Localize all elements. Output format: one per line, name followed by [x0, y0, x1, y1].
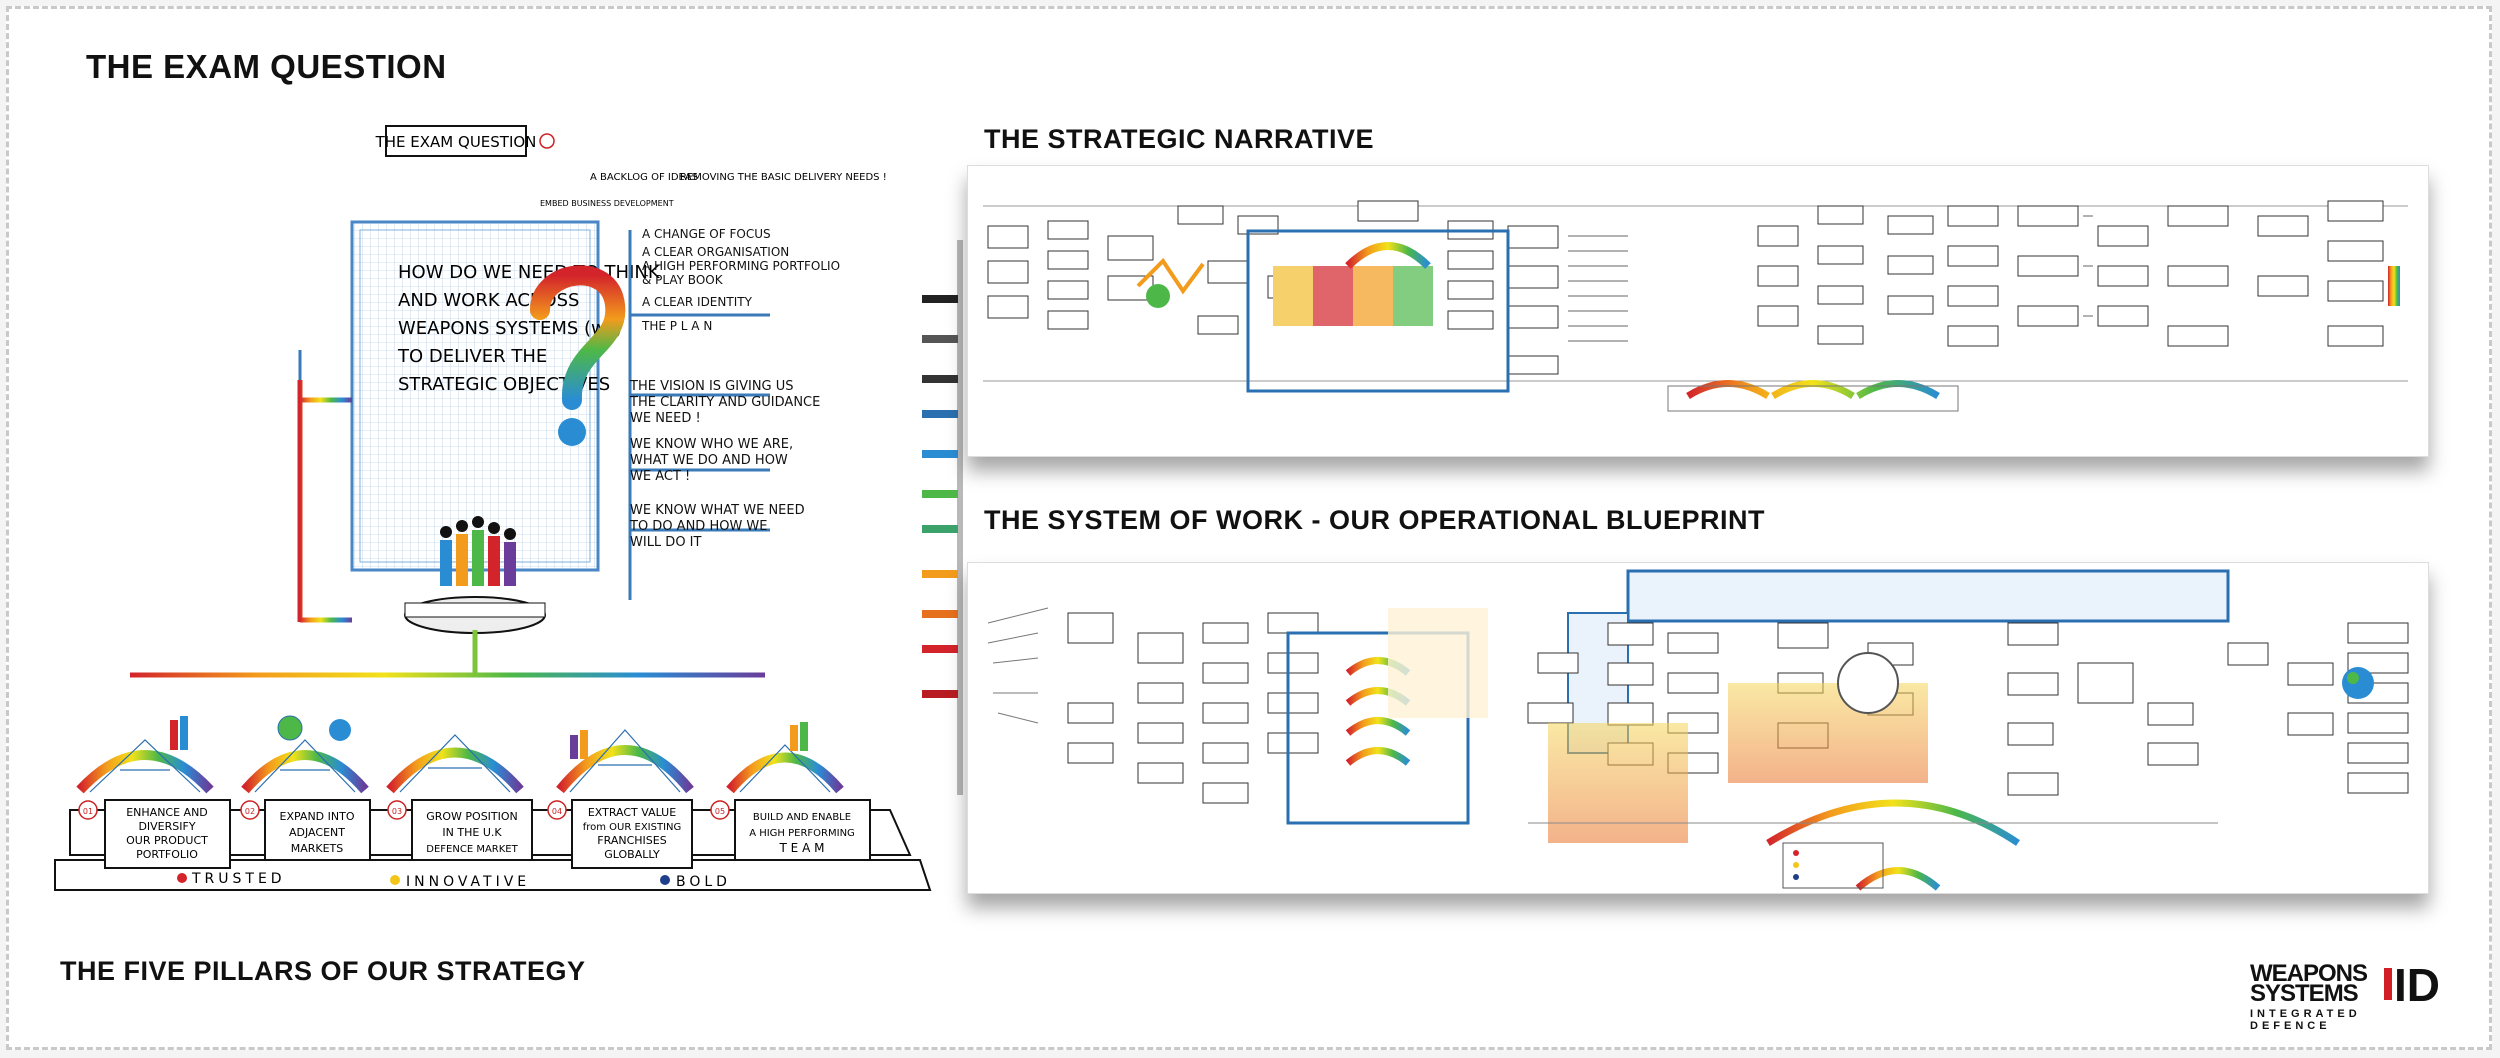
- note-play-book: & PLAY BOOK: [642, 273, 724, 287]
- note-we-act: WE ACT !: [630, 469, 690, 484]
- heading-exam-question: THE EXAM QUESTION: [86, 48, 447, 86]
- bold-dot-icon: [660, 875, 670, 885]
- system-of-work-panel: [967, 562, 2429, 894]
- question-line-3: WEAPONS SYSTEMS (ws): [398, 318, 622, 339]
- note-business-development: EMBED BUSINESS DEVELOPMENT: [540, 199, 674, 208]
- pillar-2-line-3: MARKETS: [291, 842, 344, 855]
- note-who-we-are: WE KNOW WHO WE ARE,: [630, 437, 793, 452]
- note-clear-organisation: A CLEAR ORGANISATION: [642, 245, 789, 259]
- note-the-plan: THE P L A N: [641, 319, 712, 333]
- pillar-3-line-2: IN THE U.K: [442, 826, 502, 839]
- pillar-5: 05 BUILD AND ENABLE A HIGH PERFORMING T …: [711, 800, 870, 860]
- note-removing-basic: REMOVING THE BASIC DELIVERY NEEDS !: [680, 172, 887, 183]
- note-we-need: WE NEED !: [630, 411, 701, 426]
- note-will-do-it: WILL DO IT: [630, 535, 702, 550]
- note-what-we-need: WE KNOW WHAT WE NEED: [630, 503, 805, 518]
- pillar-2-line-2: ADJACENT: [289, 826, 345, 839]
- note-vision-giving-us: THE VISION IS GIVING US: [629, 379, 794, 394]
- strategic-narrative-panel: [967, 165, 2429, 457]
- pillar-1-line-1: ENHANCE AND: [126, 806, 208, 819]
- logo-red-bar: [2384, 968, 2392, 1000]
- panel-connector-rail: [920, 235, 965, 805]
- pillar-1-line-2: DIVERSIFY: [138, 820, 195, 833]
- trusted-dot-icon: [177, 873, 187, 883]
- exam-question-box-title: THE EXAM QUESTION: [375, 133, 537, 151]
- note-clear-identity: A CLEAR IDENTITY: [642, 295, 753, 309]
- pillar-4-line-1: EXTRACT VALUE: [588, 806, 676, 819]
- pillar-2-badge: 02: [245, 807, 255, 816]
- note-change-of-focus: A CHANGE OF FOCUS: [642, 227, 771, 241]
- question-line-1: HOW DO WE NEED TO THINK: [398, 262, 661, 283]
- note-clarity-guidance: THE CLARITY AND GUIDANCE: [629, 395, 820, 410]
- pillar-1-badge: 01: [83, 807, 93, 816]
- pillar-5-badge: 05: [715, 807, 725, 816]
- note-to-do-how: TO DO AND HOW WE: [629, 519, 768, 534]
- note-high-performing-portfolio: A HIGH PERFORMING PORTFOLIO: [642, 259, 840, 273]
- pillar-3-badge: 03: [392, 807, 402, 816]
- heading-system-of-work: THE SYSTEM OF WORK - OUR OPERATIONAL BLU…: [984, 505, 1765, 536]
- strategic-narrative-diagram: [968, 166, 2428, 456]
- question-line-4: TO DELIVER THE: [397, 346, 547, 367]
- pillar-4-badge: 04: [552, 807, 562, 816]
- value-innovative: INNOVATIVE: [406, 874, 530, 890]
- exam-question-sketch: THE EXAM QUESTION EMBED BUSINESS DEVELOP…: [50, 110, 950, 900]
- pillar-1-line-4: PORTFOLIO: [136, 848, 198, 861]
- pillar-rainbow-arches: [80, 750, 840, 790]
- weapons-systems-logo: WEAPONS SYSTEMS ID INTEGRATED DEFENCE: [2250, 962, 2440, 1022]
- logo-tagline: INTEGRATED DEFENCE: [2250, 1008, 2440, 1032]
- pillar-1-line-3: OUR PRODUCT: [126, 834, 208, 847]
- pillar-2-line-1: EXPAND INTO: [280, 810, 355, 823]
- pillar-3-line-1: GROW POSITION: [426, 810, 518, 823]
- logo-line-2: SYSTEMS: [2250, 982, 2358, 1006]
- system-of-work-diagram: [968, 563, 2428, 893]
- innovative-dot-icon: [390, 875, 400, 885]
- pillar-5-line-3: T E A M: [779, 841, 825, 855]
- pillar-5-line-1: BUILD AND ENABLE: [753, 812, 851, 823]
- logo-mark: ID: [2394, 962, 2440, 1008]
- note-what-we-do: WHAT WE DO AND HOW: [630, 453, 788, 468]
- pillar-4-line-4: GLOBALLY: [604, 848, 660, 861]
- heading-strategic-narrative: THE STRATEGIC NARRATIVE: [984, 124, 1374, 155]
- value-trusted: TRUSTED: [191, 871, 286, 887]
- pillar-4-line-3: FRANCHISES: [597, 834, 666, 847]
- heading-five-pillars: THE FIVE PILLARS OF OUR STRATEGY: [60, 956, 586, 987]
- pillar-5-line-2: A HIGH PERFORMING: [749, 828, 855, 839]
- pillar-3-line-3: DEFENCE MARKET: [426, 844, 518, 855]
- value-bold: BOLD: [676, 874, 731, 890]
- pillar-4-line-2: from OUR EXISTING: [583, 822, 682, 833]
